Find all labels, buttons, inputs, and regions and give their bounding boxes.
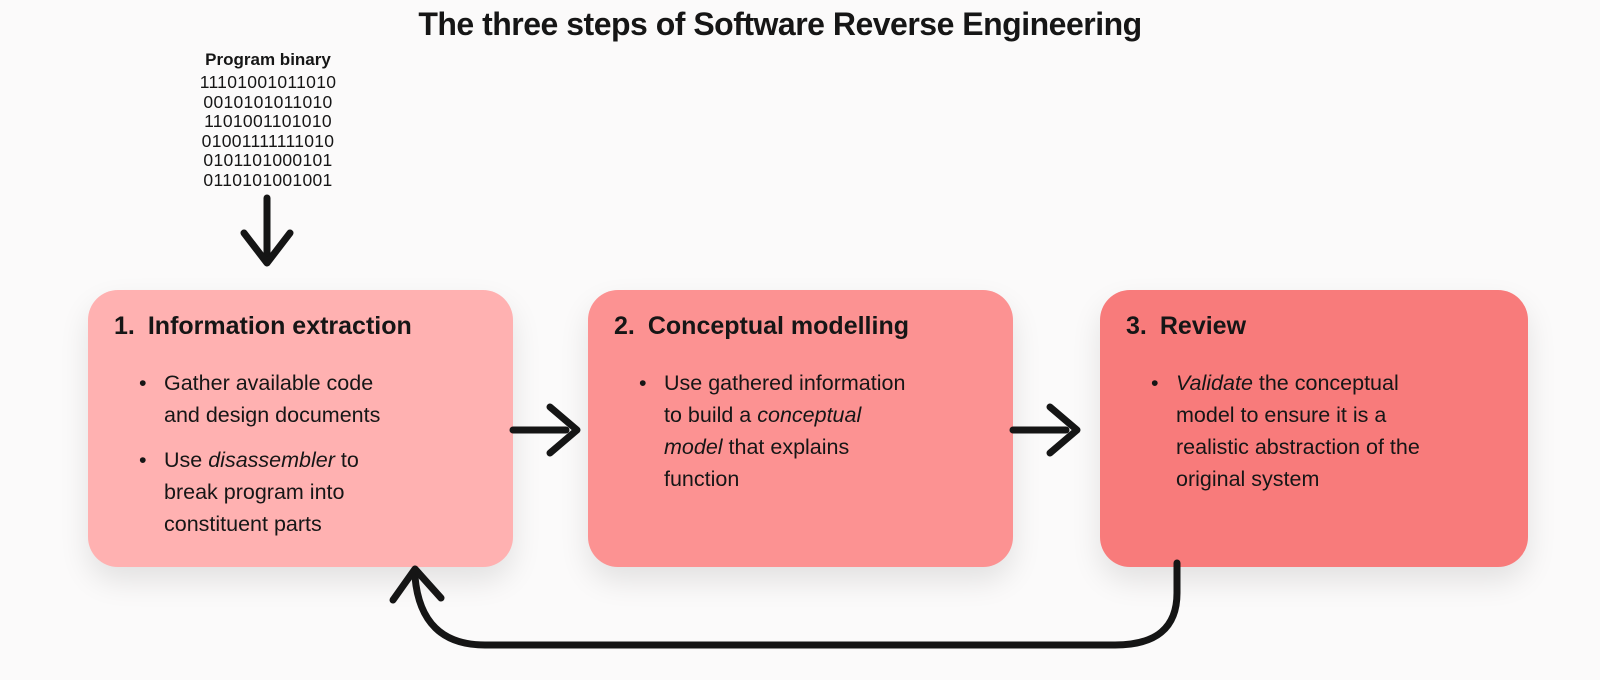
bullet-item: Use gathered information to build a conc… bbox=[638, 367, 916, 495]
step-number: 2. bbox=[614, 312, 635, 340]
step-heading-label: Information extraction bbox=[147, 312, 412, 340]
step-bullet-list: Gather available code and design documen… bbox=[138, 367, 489, 540]
program-binary-label: Program binary bbox=[205, 50, 331, 69]
step-heading: 2. Conceptual modelling bbox=[612, 312, 989, 341]
step-bullet-list: Use gathered information to build a conc… bbox=[638, 367, 989, 495]
step-heading: 3. Review bbox=[1124, 312, 1504, 341]
right-arrow-icon bbox=[1009, 403, 1081, 457]
right-arrow-icon bbox=[509, 403, 581, 457]
down-arrow-icon bbox=[240, 194, 294, 267]
bullet-item: Use disassembler to break program into c… bbox=[138, 444, 399, 540]
step-heading: 1. Information extraction bbox=[112, 312, 489, 341]
binary-line: 0101101000101 bbox=[203, 150, 333, 170]
diagram-title: The three steps of Software Reverse Engi… bbox=[418, 6, 1142, 42]
step-heading-label: Review bbox=[1159, 312, 1247, 340]
step-number: 1. bbox=[114, 312, 135, 340]
bullet-item: Validate the conceptual model to ensure … bbox=[1150, 367, 1438, 495]
step-number: 3. bbox=[1126, 312, 1147, 340]
feedback-loop-arrow-icon bbox=[389, 559, 1181, 649]
step-bullet-list: Validate the conceptual model to ensure … bbox=[1150, 367, 1504, 495]
binary-line: 0110101001001 bbox=[203, 169, 333, 190]
binary-line: 01001111111010 bbox=[201, 130, 335, 151]
step-heading-label: Conceptual modelling bbox=[647, 312, 909, 340]
step-card-conceptual-modelling: 2. Conceptual modelling Use gathered inf… bbox=[588, 290, 1013, 567]
binary-line: 0010101011010 bbox=[203, 91, 333, 112]
step-card-review: 3. Review Validate the conceptual model … bbox=[1100, 290, 1528, 567]
step-card-information-extraction: 1. Information extraction Gather availab… bbox=[88, 290, 513, 567]
bullet-item: Gather available code and design documen… bbox=[138, 367, 399, 431]
program-binary-block: Program binary 11101001011010 0010101011… bbox=[178, 50, 358, 190]
binary-line: 11101001011010 bbox=[199, 72, 337, 92]
binary-line: 1101001101010 bbox=[204, 111, 332, 131]
